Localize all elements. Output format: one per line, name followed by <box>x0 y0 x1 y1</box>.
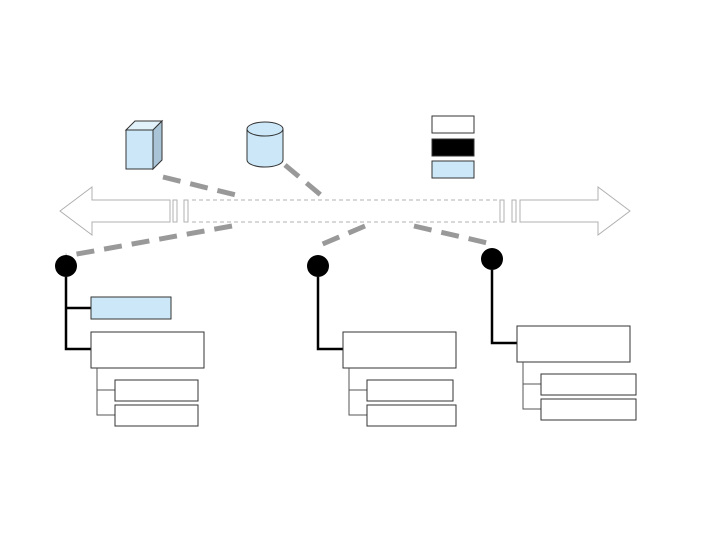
connector-server-to-bus <box>162 174 241 199</box>
server-side <box>152 119 163 171</box>
node-right-trunk <box>490 270 517 345</box>
node-middle-circle <box>307 255 329 277</box>
bus-arrow-right-head <box>519 186 631 236</box>
legend-swatch-black <box>431 138 475 157</box>
legend-swatch-light-blue <box>431 160 475 179</box>
database-top <box>246 121 284 137</box>
bus-break-right-2 <box>511 199 517 223</box>
node-middle-subline <box>348 368 367 416</box>
server-box-icon <box>124 119 164 171</box>
connector-bus-to-node-left <box>65 223 233 259</box>
node-left-subline <box>96 368 115 416</box>
node-right-box-main <box>516 325 631 363</box>
node-left <box>55 255 205 427</box>
node-left-box-highlight <box>90 296 172 320</box>
database-cylinder-icon <box>246 121 284 168</box>
connector-database-to-bus <box>283 163 324 198</box>
node-left-circle <box>55 255 77 277</box>
bus-arrow-left-head <box>59 186 171 236</box>
connector-bus-to-node-right <box>413 223 493 247</box>
bus-break-right-1 <box>499 199 505 223</box>
database-body <box>246 129 284 168</box>
node-left-child-1 <box>114 379 199 402</box>
bus-break-left-1 <box>172 199 178 223</box>
connector-bus-to-node-middle <box>317 223 366 249</box>
node-left-child-2 <box>114 404 199 427</box>
dashed-connectors <box>65 163 493 259</box>
node-right-child-1 <box>540 373 637 396</box>
node-middle <box>307 255 457 427</box>
node-middle-trunk <box>316 277 343 351</box>
legend-swatch-white <box>431 115 475 134</box>
legend-swatches <box>431 115 475 179</box>
node-left-box-main <box>90 331 205 369</box>
node-right-circle <box>481 248 503 270</box>
node-right-child-2 <box>540 398 637 421</box>
server-front <box>125 129 154 170</box>
bus-break-left-2 <box>183 199 189 223</box>
node-middle-child-1 <box>366 379 454 402</box>
node-right-subline <box>522 362 541 410</box>
node-right <box>481 248 637 421</box>
node-middle-box-main <box>342 331 457 369</box>
node-left-trunk <box>64 277 91 351</box>
bus-arrow <box>59 186 631 236</box>
node-middle-child-2 <box>366 404 457 427</box>
